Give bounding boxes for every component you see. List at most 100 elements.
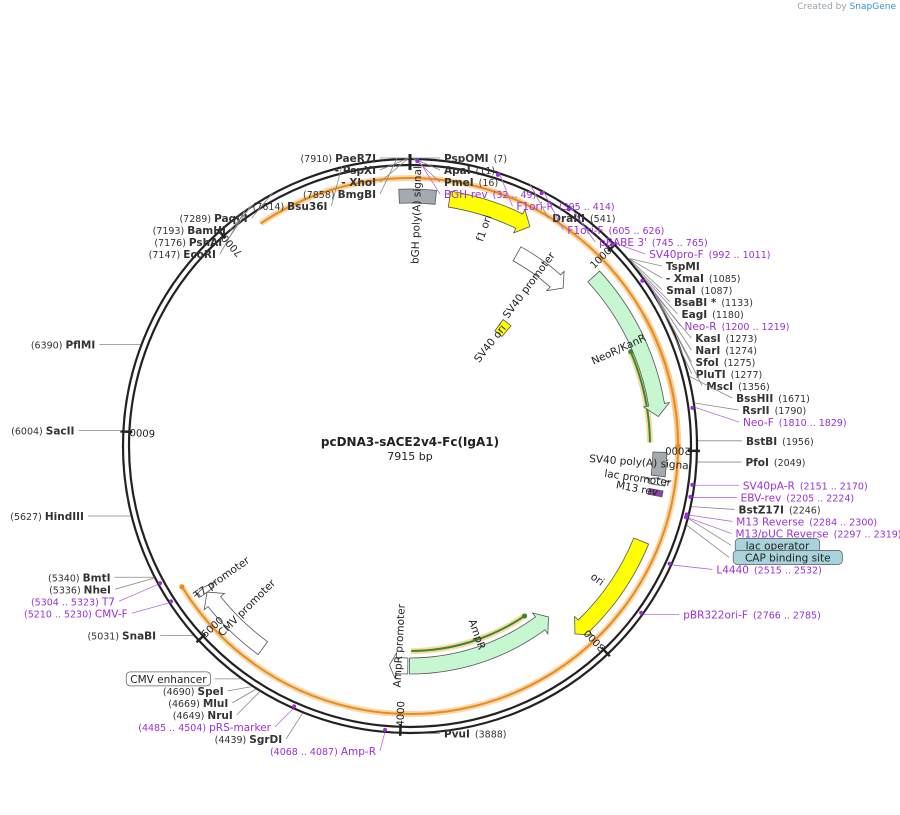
primer-mark xyxy=(495,172,500,177)
site-position: (1790) xyxy=(775,406,807,417)
leader-line xyxy=(236,691,261,716)
site-label: - XhoI xyxy=(341,177,376,189)
leader-line xyxy=(379,732,386,751)
tick-label: 2000 xyxy=(665,444,691,455)
site-label: (4068 .. 4087) Amp-R xyxy=(270,746,376,758)
site-position: (1671) xyxy=(778,394,810,405)
site-label: Neo-R(1200 .. 1219) xyxy=(685,321,790,333)
site-position: (1277) xyxy=(731,370,763,381)
site-position: (1810 .. 1829) xyxy=(779,418,847,429)
site-sgrdi: (4439) SgrDI xyxy=(215,713,303,746)
site-spei: (4690) SpeI xyxy=(163,686,252,698)
leader-line xyxy=(232,688,257,704)
site-label: BstBI(1956) xyxy=(746,436,814,448)
site-label: SV40pA-R(2151 .. 2170) xyxy=(743,480,868,492)
site-position: (5336) xyxy=(49,585,84,596)
feature-shape xyxy=(494,319,512,338)
site-paer7i: (7910) PaeR7I xyxy=(300,153,409,165)
site-name: CMV-F xyxy=(95,608,128,620)
site-label: (7176) PshAI xyxy=(154,237,222,249)
site-label: (4669) MluI xyxy=(168,698,228,710)
primer-mark xyxy=(609,242,614,247)
site-pbr322ori-f: pBR322ori-F(2766 .. 2785) xyxy=(639,609,821,621)
leader-line xyxy=(251,192,274,219)
watermark-prefix: Created by xyxy=(797,2,847,12)
site-label: DraIII(541) xyxy=(552,213,615,225)
site-label: EagI(1180) xyxy=(681,309,743,321)
site-label: (5210 .. 5230) CMV-F xyxy=(24,608,128,620)
site-cmv-f: (5210 .. 5230) CMV-F xyxy=(24,599,174,620)
feature-tag-box xyxy=(125,671,212,687)
site-label: (5336) NheI xyxy=(49,584,111,596)
leader-line xyxy=(498,171,513,207)
site-position: (2246) xyxy=(789,505,821,516)
site-position: (5627) xyxy=(10,512,45,523)
site-name: SnaBI xyxy=(122,631,156,643)
feature-bgh-poly-a-signal: bGH poly(A) signal xyxy=(398,166,437,264)
site-name: PflMI xyxy=(65,339,95,351)
site-layer: PspOMI(7)ApaI(11)PmeI(16)BGH-rev(32 .. 4… xyxy=(10,153,900,758)
site-pbabe-3: pBABE 3'(745 .. 765) xyxy=(566,206,708,249)
feature-shape xyxy=(647,487,664,498)
site-eagi: EagI(1180) xyxy=(641,275,744,321)
site-label: F1ori-F(605 .. 626) xyxy=(567,225,664,237)
leader-line xyxy=(227,686,252,692)
feature-tag-label: CMV enhancer xyxy=(130,674,207,686)
site-label: pBR322ori-F(2766 .. 2785) xyxy=(683,609,821,621)
feature-shape xyxy=(193,581,216,598)
feature-shape xyxy=(644,477,671,487)
primer-mark xyxy=(415,159,420,164)
site-pflmi: (6390) PflMI xyxy=(31,339,141,351)
leader-line xyxy=(131,602,169,614)
site-name: PaeR7I xyxy=(335,153,376,165)
site-position: (5304 .. 5323) xyxy=(31,597,102,608)
site-position: (7910) xyxy=(300,154,335,165)
leader-line xyxy=(114,577,155,590)
primer-mark xyxy=(667,561,672,566)
site-name: Bsu36I xyxy=(287,201,327,213)
leader-line xyxy=(688,517,732,534)
site-label: PluTI(1277) xyxy=(696,369,762,381)
leader-line xyxy=(570,206,596,243)
site-label: PmeI(16) xyxy=(444,177,498,189)
site-position: (745 .. 765) xyxy=(652,238,708,249)
site-label: pBABE 3'(745 .. 765) xyxy=(599,237,708,249)
site-position: (1087) xyxy=(701,286,733,297)
site-position: (7193) xyxy=(153,226,188,237)
site-position: (4439) xyxy=(215,735,250,746)
leader-line xyxy=(416,157,441,195)
feature-sv40-promoter: SV40 promoter xyxy=(501,246,565,321)
site-label: M13/pUC Reverse(2297 .. 2319) xyxy=(735,528,900,540)
site-pvui: PvuI(3888) xyxy=(425,729,507,741)
site-label: (6390) PflMI xyxy=(31,339,95,351)
leader-line xyxy=(694,402,739,411)
site-label: SV40pro-F(992 .. 1011) xyxy=(649,249,770,261)
site-name: NheI xyxy=(84,584,111,596)
site-position: (605 .. 626) xyxy=(609,226,665,237)
site-position: (2766 .. 2785) xyxy=(753,610,821,621)
site-position: (7858) xyxy=(303,190,338,201)
tick-mark xyxy=(195,633,207,644)
primer-mark xyxy=(158,581,163,586)
site-position: (16) xyxy=(479,178,499,189)
site-position: (3888) xyxy=(475,730,507,741)
leader-line xyxy=(379,157,410,183)
leader-line xyxy=(274,708,294,728)
site-sv40pro-f: SV40pro-F(992 .. 1011) xyxy=(609,242,770,261)
orf-arc xyxy=(411,615,526,652)
primer-mark xyxy=(539,191,544,196)
tick-label: 4000 xyxy=(396,701,408,727)
primer-mark xyxy=(683,515,688,520)
site-label: (7147) EcoRI xyxy=(149,249,216,261)
site-position: (2297 .. 2319) xyxy=(834,529,900,540)
site-nrui: (4649) NruI xyxy=(173,691,261,722)
site-bstz17i: BstZ17I(2246) xyxy=(691,504,821,516)
orf-arc xyxy=(181,177,679,715)
leader-line xyxy=(695,407,740,423)
orf-arrow-head xyxy=(675,443,681,449)
site-position: (395 .. 414) xyxy=(559,202,615,213)
tick-label: 6000 xyxy=(129,426,155,438)
site-position: (2284 .. 2300) xyxy=(809,517,877,528)
site-name: Amp-R xyxy=(341,746,376,758)
